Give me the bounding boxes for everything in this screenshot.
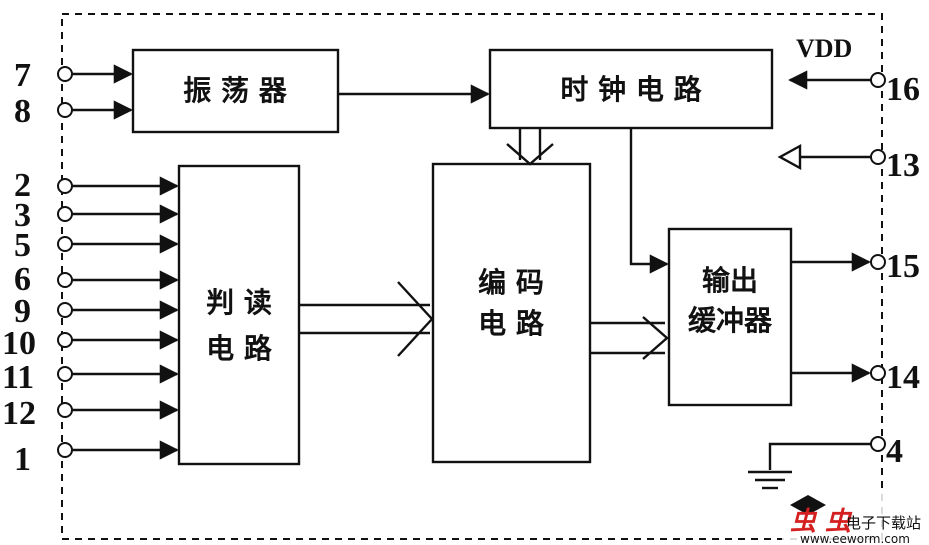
watermark-logo: 虫 虫 [790,507,853,537]
vdd-label: VDD [796,34,852,63]
pin-label-13: 13 [886,147,920,184]
watermark-text: 电子下载站 [846,514,921,532]
decision-circuit-block [177,164,301,466]
pin-terminal-2 [57,178,73,194]
pin-terminal-6 [57,272,73,288]
buffer-label-line1: 输出 [702,264,758,297]
watermark: 虫 虫 电子下载站 www.eeworm.com [782,492,921,545]
pin-label-1: 1 [14,441,31,478]
pin-label-6: 6 [14,261,31,298]
encoder-circuit-block [431,162,592,464]
buffer-label-line2: 缓冲器 [688,304,773,337]
pin-label-2: 2 [14,167,31,204]
pin-label-7: 7 [14,57,31,94]
pin-label-15: 15 [886,248,920,285]
pin-terminal-3 [57,206,73,222]
decision-label-line2: 电 路 [206,332,273,365]
pin-terminal-7 [57,66,73,82]
pin-label-4: 4 [886,433,903,470]
pin-terminal-10 [57,332,73,348]
pin-label-11: 11 [2,359,34,396]
pin-terminal-9 [57,302,73,318]
bus-arrow-encoder-buffer [590,316,669,360]
pin-label-10: 10 [2,325,36,362]
pin-label-9: 9 [14,293,31,330]
pin-terminal-13 [870,149,886,165]
bus-arrow-clock-encoder [506,128,554,166]
output-buffer-block [667,227,793,407]
pin-terminal-11 [57,366,73,382]
pin-label-3: 3 [14,197,31,234]
encoder-label-line2: 电 路 [478,307,545,340]
pin-label-8: 8 [14,93,31,130]
oscillator-block [131,48,340,134]
decision-label-line1: 判 读 [206,286,272,319]
pin-terminal-16 [870,72,886,88]
wire-clock-buffer [629,128,669,274]
pin-label-14: 14 [886,359,920,396]
ground-symbol [748,442,871,490]
pin-terminal-12 [57,402,73,418]
pin-label-12: 12 [2,395,36,432]
graduation-cap-icon [790,495,826,515]
clock-circuit-block [488,48,774,130]
pin-terminal-4 [870,436,886,452]
clock-circuit-label: 时 钟 电 路 [560,73,702,106]
pin-terminal-8 [57,102,73,118]
pin-label-16: 16 [886,71,920,108]
pin-label-5: 5 [14,227,31,264]
pin-terminal-5 [57,236,73,252]
pin-terminal-15 [870,254,886,270]
oscillator-label: 振 荡 器 [183,74,287,107]
bus-arrow-decision-encoder [299,281,434,357]
chip-boundary [61,13,883,540]
watermark-url: www.eeworm.com [800,532,910,545]
hollow-arrow-pin13 [777,143,802,171]
pin-terminal-1 [57,442,73,458]
encoder-label-line1: 编 码 [478,266,544,299]
pin-terminal-14 [870,365,886,381]
